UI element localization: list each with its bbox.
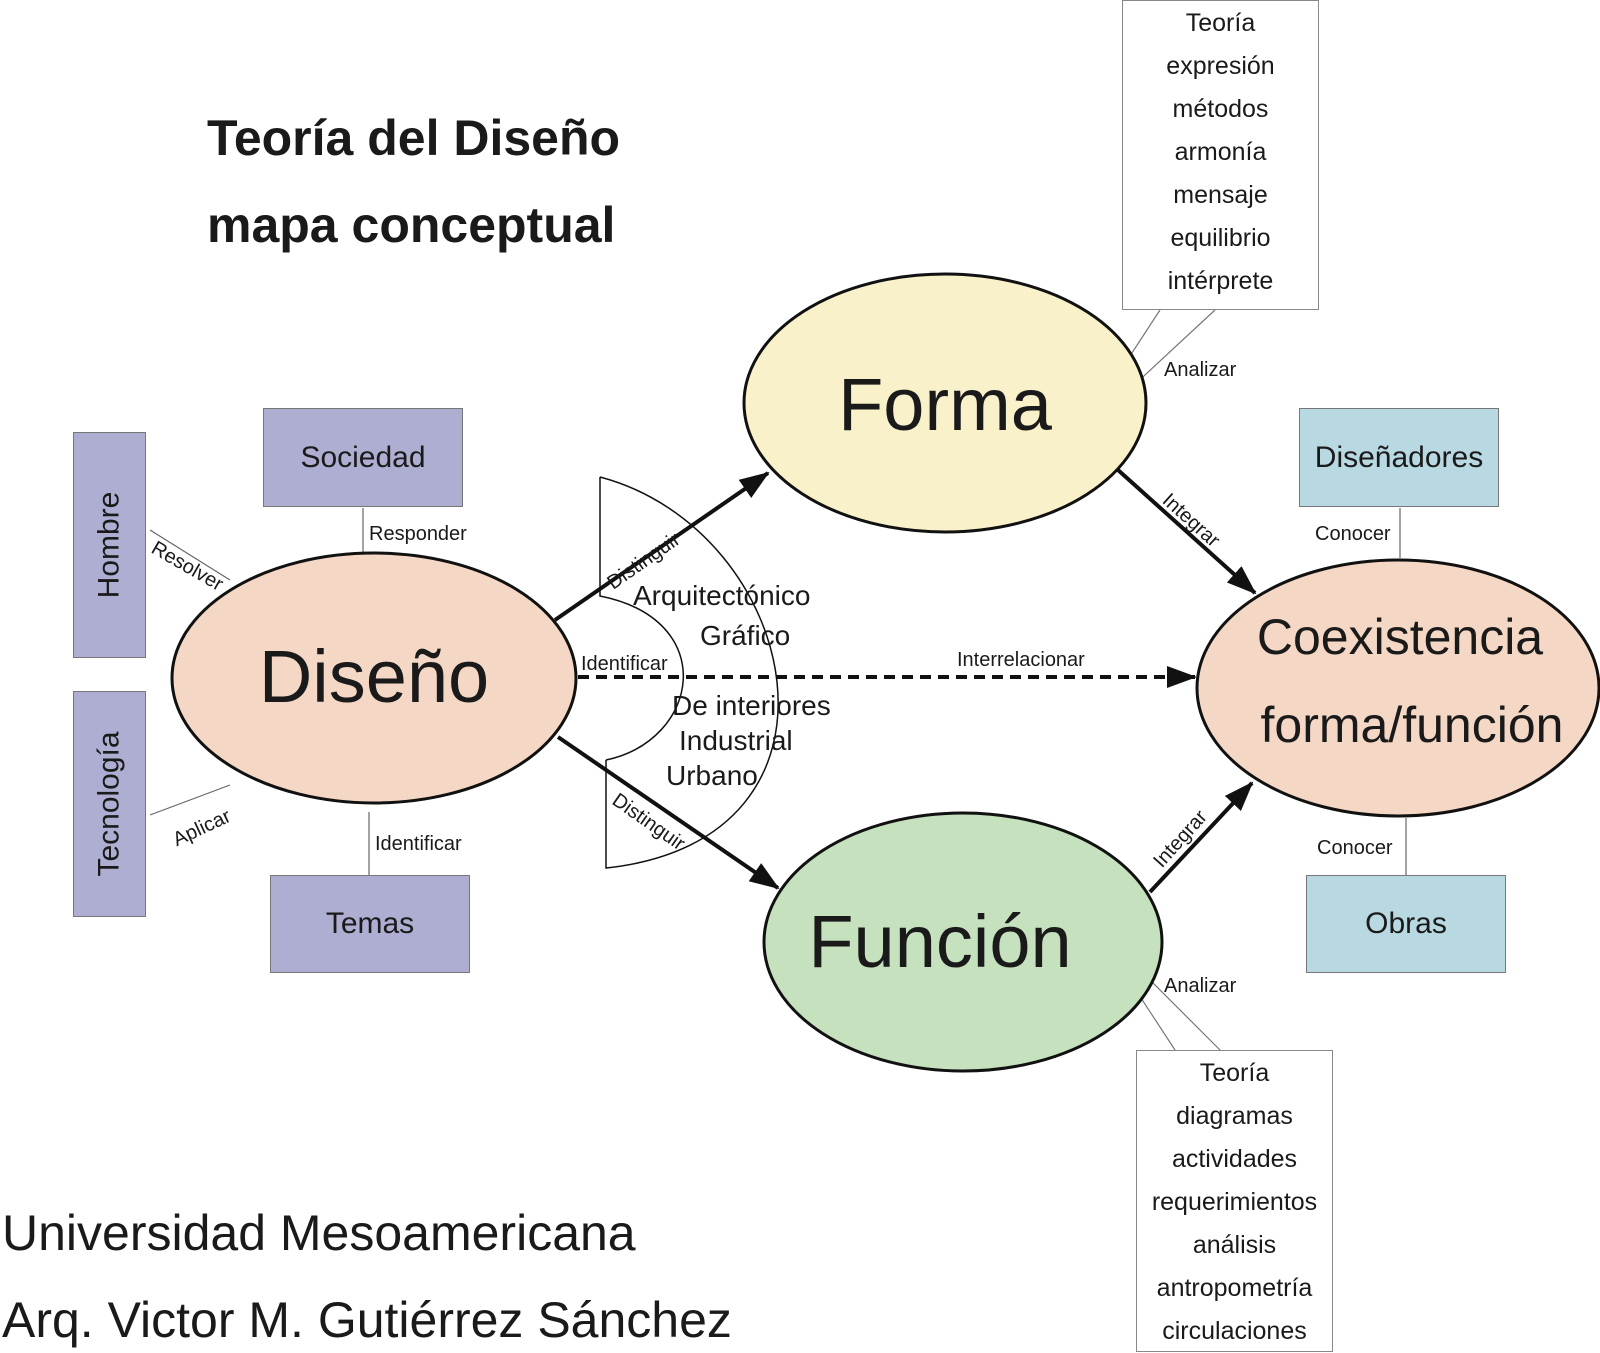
funcion-list-item: requerimientos: [1151, 1188, 1318, 1216]
type-bracket-upper: [599, 477, 685, 761]
link-responder: Responder: [369, 523, 467, 545]
node-diseno-shape: [170, 551, 578, 805]
funcion-list-item: actividades: [1171, 1145, 1298, 1173]
node-forma-shape: [742, 272, 1148, 534]
page-title: Teoría del Diseño: [207, 110, 621, 166]
arrow-diseno-forma: [553, 471, 770, 622]
forma-list-item: mensaje: [1173, 181, 1268, 209]
node-diseno: Diseño: [258, 635, 490, 718]
node-coexistencia-line1: Coexistencia: [1256, 609, 1544, 665]
page-subtitle: mapa conceptual: [207, 197, 616, 253]
box-tecnologia-label: Tecnología: [92, 731, 126, 877]
link-identificar-temas: Identificar: [375, 833, 462, 855]
forma-list-item: intérprete: [1167, 267, 1274, 295]
node-funcion: Función: [808, 900, 1072, 983]
design-type-grafico: Gráfico: [700, 620, 791, 651]
funcion-list-item: antropometría: [1156, 1274, 1313, 1302]
arrow-forma-coexistencia: [1116, 468, 1257, 595]
forma-list-item: armonía: [1174, 138, 1267, 166]
arrow-diseno-funcion: [556, 735, 780, 890]
design-type-urbano: Urbano: [666, 760, 758, 791]
box-sociedad-label: Sociedad: [300, 440, 426, 474]
box-disenadores-label: Diseñadores: [1314, 440, 1484, 474]
box-hombre: Hombre: [73, 432, 146, 658]
link-analizar-bottom: Analizar: [1164, 975, 1237, 997]
node-forma: Forma: [838, 363, 1052, 446]
node-funcion-shape: [762, 811, 1164, 1073]
author-name: Arq. Victor M. Gutiérrez Sánchez: [2, 1292, 732, 1348]
design-type-interiores: De interiores: [672, 690, 831, 721]
link-interrelacionar: Interrelacionar: [957, 649, 1085, 671]
box-tecnologia: Tecnología: [73, 691, 146, 917]
forma-list-item: métodos: [1172, 95, 1269, 123]
connector-tecnologia: [149, 784, 231, 816]
forma-list-item: Teoría: [1185, 9, 1256, 37]
link-identificar-types: Identificar: [581, 653, 668, 675]
funcion-list-item: análisis: [1192, 1231, 1277, 1259]
arrow-funcion-coexistencia: [1148, 781, 1254, 894]
design-type-arquitectonico: Arquitectónico: [633, 580, 811, 611]
box-sociedad: Sociedad: [263, 408, 463, 507]
connector-hombre: [149, 529, 231, 581]
node-coexistencia-shape: [1195, 558, 1600, 818]
link-conocer-top: Conocer: [1315, 523, 1391, 545]
box-temas: Temas: [270, 875, 470, 973]
box-hombre-label: Hombre: [92, 491, 126, 599]
university-name: Universidad Mesoamericana: [2, 1205, 636, 1261]
funcion-list-item: circulaciones: [1162, 1317, 1307, 1345]
node-coexistencia-line2: forma/función: [1260, 697, 1564, 753]
box-temas-label: Temas: [325, 907, 415, 940]
box-disenadores: Diseñadores: [1299, 408, 1499, 507]
funcion-list-item: Teoría: [1199, 1059, 1270, 1087]
design-type-industrial: Industrial: [679, 725, 793, 756]
box-obras-label: Obras: [1365, 907, 1447, 940]
funcion-list: Teoría diagramas actividades requerimien…: [1136, 1050, 1333, 1352]
type-bracket-lower: [599, 476, 779, 869]
box-obras: Obras: [1306, 875, 1506, 973]
forma-list-item: equilibrio: [1170, 224, 1271, 252]
funcion-list-item: diagramas: [1176, 1102, 1293, 1130]
link-conocer-bottom: Conocer: [1317, 837, 1393, 859]
link-analizar-top: Analizar: [1164, 359, 1237, 381]
forma-list-item: expresión: [1166, 52, 1275, 80]
forma-list: Teoría expresión métodos armonía mensaje…: [1122, 0, 1319, 310]
